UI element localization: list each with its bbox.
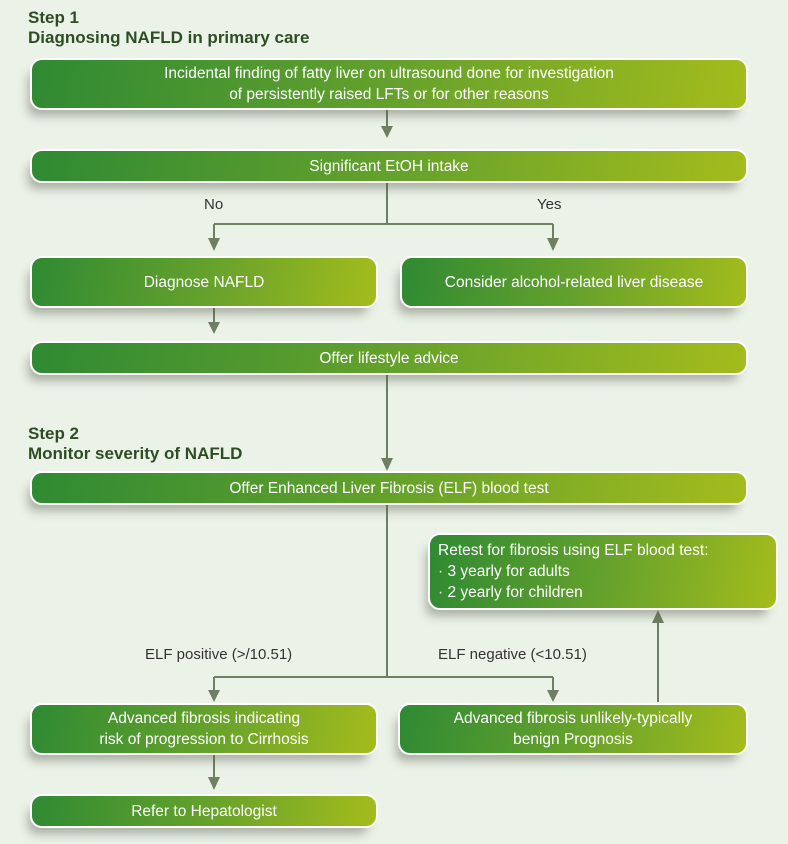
node-text-line: Retest for fibrosis using ELF blood test… — [438, 542, 709, 559]
node-text-line: · 3 yearly for adults — [438, 563, 570, 580]
arrowhead — [381, 458, 393, 471]
edge-label-no: No — [204, 196, 224, 213]
node-advanced-fibrosis: Advanced fibrosis indicating risk of pro… — [30, 703, 378, 755]
node-text-line: · 2 yearly for children — [438, 584, 583, 601]
edge-label-yes: Yes — [537, 196, 562, 213]
arrowhead — [208, 322, 220, 334]
arrowhead — [208, 777, 220, 790]
arrowhead-no — [208, 238, 220, 251]
node-retest: Retest for fibrosis using ELF blood test… — [428, 533, 778, 610]
node-fibrosis-unlikely: Advanced fibrosis unlikely-typically ben… — [398, 703, 748, 755]
step2-subtitle: Monitor severity of NAFLD — [28, 444, 243, 463]
node-diagnose-nafld: Diagnose NAFLD — [30, 256, 378, 308]
arrowhead-up — [652, 610, 664, 623]
node-text: Refer to Hepatologist — [131, 802, 277, 820]
node-etoh-intake: Significant EtOH intake — [30, 149, 748, 183]
arrowhead-negative — [547, 690, 559, 702]
step1-title: Step 1 — [28, 8, 80, 27]
node-text-line: of persistently raised LFTs or for other… — [229, 86, 549, 103]
node-alcohol-related: Consider alcohol-related liver disease — [400, 256, 748, 308]
node-text-line: benign Prognosis — [513, 731, 633, 748]
step1-subtitle: Diagnosing NAFLD in primary care — [28, 28, 310, 47]
node-refer-hepatologist: Refer to Hepatologist — [30, 794, 378, 828]
node-incidental-finding: Incidental finding of fatty liver on ult… — [30, 58, 748, 110]
arrowhead-yes — [547, 238, 559, 251]
node-offer-elf: Offer Enhanced Liver Fibrosis (ELF) bloo… — [30, 471, 748, 505]
node-text-line: Advanced fibrosis unlikely-typically — [453, 710, 693, 727]
node-text-line: Incidental finding of fatty liver on ult… — [164, 65, 614, 82]
arrowhead-positive — [208, 690, 220, 702]
node-text-line: risk of progression to Cirrhosis — [99, 731, 309, 748]
arrow-etoh-branch — [213, 183, 554, 242]
node-text: Offer lifestyle advice — [319, 349, 459, 367]
step2-title: Step 2 — [28, 424, 80, 443]
node-text: Diagnose NAFLD — [143, 273, 265, 291]
node-text: Consider alcohol-related liver disease — [444, 273, 704, 291]
edge-label-elf-positive: ELF positive (>/10.51) — [145, 646, 293, 663]
node-text: Significant EtOH intake — [309, 157, 469, 175]
node-text: Offer Enhanced Liver Fibrosis (ELF) bloo… — [229, 479, 549, 497]
node-text-line: Advanced fibrosis indicating — [107, 710, 301, 727]
arrowhead — [381, 126, 393, 138]
node-lifestyle-advice: Offer lifestyle advice — [30, 341, 748, 375]
edge-label-elf-negative: ELF negative (<10.51) — [438, 646, 587, 663]
